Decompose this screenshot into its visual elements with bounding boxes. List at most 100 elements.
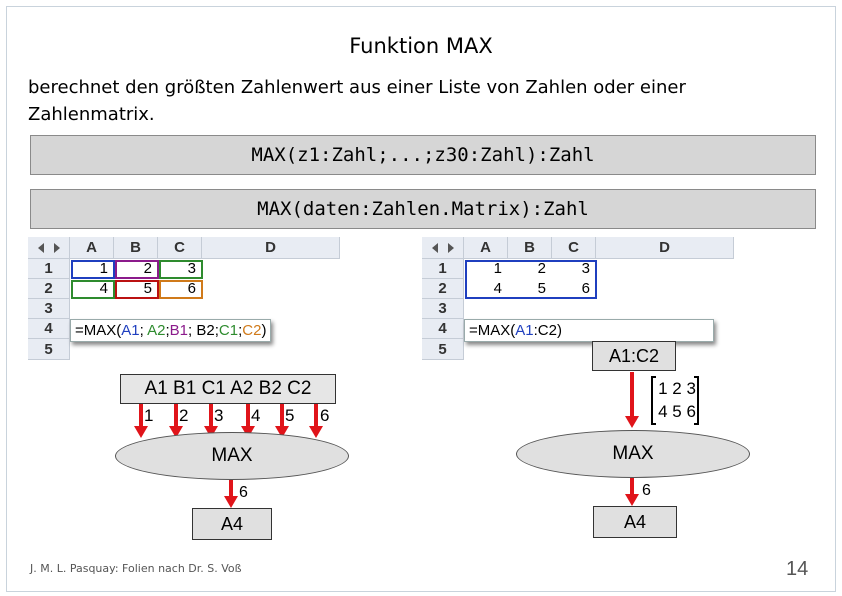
formula-part-7: C1 bbox=[218, 322, 239, 339]
col-header-b: B bbox=[508, 237, 552, 259]
formula-part-2: A2 bbox=[147, 322, 166, 339]
formula-part-8: ; bbox=[238, 322, 243, 339]
cell-c1[interactable]: 3 bbox=[187, 260, 196, 277]
row-header-5: 5 bbox=[422, 339, 464, 360]
cell-a1[interactable]: 1 bbox=[493, 260, 502, 277]
arrow-2-head bbox=[169, 426, 183, 438]
row-header-2: 2 bbox=[28, 279, 70, 299]
max-function-node-right: MAX bbox=[516, 430, 750, 478]
formula-part-4: B1 bbox=[169, 322, 189, 339]
range-label-box: A1:C2 bbox=[592, 341, 676, 371]
ref-b2: B2 bbox=[258, 378, 282, 399]
matrix-values: 1 2 3 4 5 6 bbox=[658, 377, 696, 423]
ref-c1: C1 bbox=[201, 378, 226, 399]
value-1: 1 bbox=[144, 406, 154, 425]
col-header-c: C bbox=[552, 237, 596, 259]
formula-part-10: ) bbox=[261, 322, 267, 339]
result-value-left: 6 bbox=[239, 484, 248, 501]
row-header-2: 2 bbox=[422, 279, 464, 299]
cell-b2[interactable]: 5 bbox=[537, 280, 546, 297]
value-3: 3 bbox=[214, 406, 224, 425]
cell-a2[interactable]: 4 bbox=[493, 280, 502, 297]
matrix-row-1: 1 2 3 bbox=[658, 379, 696, 398]
sheet-corner bbox=[28, 237, 70, 259]
formula-part-9: C2 bbox=[242, 322, 262, 339]
cell-b1[interactable]: 2 bbox=[143, 260, 152, 277]
matrix-row-2: 4 5 6 bbox=[658, 402, 696, 421]
formula-editor-right[interactable]: =MAX(A1:C2) bbox=[464, 319, 714, 342]
range-b2 bbox=[115, 280, 159, 299]
ref-b1: B1 bbox=[173, 378, 197, 399]
spreadsheet-left: A B C D 1 2 3 4 5 1 2 3 4 5 6 =MAX(A1; A… bbox=[28, 237, 340, 360]
cell-c1[interactable]: 3 bbox=[581, 260, 590, 277]
sheet-corner bbox=[422, 237, 464, 259]
formula-prefix: =MAX( bbox=[75, 322, 122, 339]
page-number: 14 bbox=[786, 558, 809, 580]
formula-prefix: =MAX( bbox=[469, 322, 516, 339]
arrow-1 bbox=[139, 404, 143, 428]
cell-b2[interactable]: 5 bbox=[143, 280, 152, 297]
row-header-1: 1 bbox=[28, 259, 70, 279]
matrix-bracket-right bbox=[694, 376, 699, 425]
arrow-result-left bbox=[229, 480, 233, 498]
arrow-1-head bbox=[134, 426, 148, 438]
formula-range-ref: A1 bbox=[515, 322, 534, 339]
arrow-6 bbox=[314, 404, 318, 428]
spreadsheet-right: A B C D 1 2 3 4 5 1 2 3 4 5 6 =MAX(A1:C2… bbox=[422, 237, 734, 360]
formula-editor-left[interactable]: =MAX(A1; A2;B1; B2;C1;C2) bbox=[70, 319, 272, 342]
row-header-1: 1 bbox=[422, 259, 464, 279]
signature-list: MAX(z1:Zahl;...;z30:Zahl):Zahl bbox=[30, 135, 816, 175]
arrow-result-left-head bbox=[224, 496, 238, 508]
arrow-range-right bbox=[630, 372, 634, 418]
formula-part-1: ; bbox=[139, 322, 148, 339]
ref-a1: A1 bbox=[144, 378, 168, 399]
arrow-range-right-head bbox=[625, 416, 639, 428]
row-header-4: 4 bbox=[28, 319, 70, 339]
footer-credit: J. M. L. Pasquay: Folien nach Dr. S. Voß bbox=[30, 562, 242, 575]
arrow-2 bbox=[174, 404, 178, 428]
col-header-d: D bbox=[202, 237, 340, 259]
formula-part-5: ; B2 bbox=[188, 322, 215, 339]
input-references-box: A1 B1 C1 A2 B2 C2 bbox=[120, 374, 336, 404]
formula-part-6: ; bbox=[214, 322, 219, 339]
ref-a2: A2 bbox=[230, 378, 254, 399]
arrow-result-right bbox=[630, 478, 634, 496]
ref-c2: C2 bbox=[287, 378, 312, 399]
formula-part-0: A1 bbox=[121, 322, 140, 339]
col-header-d: D bbox=[596, 237, 734, 259]
value-5: 5 bbox=[285, 406, 295, 425]
row-header-5: 5 bbox=[28, 339, 70, 360]
formula-suffix: :C2) bbox=[533, 322, 562, 339]
range-a1 bbox=[71, 260, 115, 279]
row-header-4: 4 bbox=[422, 319, 464, 339]
arrow-6-head bbox=[309, 426, 323, 438]
formula-references: A1; A2;B1; B2;C1;C2) bbox=[121, 322, 266, 339]
arrow-4 bbox=[246, 404, 250, 428]
cell-a1[interactable]: 1 bbox=[99, 260, 108, 277]
range-c2 bbox=[159, 280, 203, 299]
range-a2 bbox=[71, 280, 115, 299]
arrow-5-head bbox=[275, 426, 289, 438]
slide-description: berechnet den größten Zahlenwert aus ein… bbox=[28, 77, 686, 125]
slide-frame bbox=[6, 6, 836, 592]
slide-title: Funktion MAX bbox=[349, 34, 493, 58]
value-4: 4 bbox=[251, 406, 261, 425]
cell-c2[interactable]: 6 bbox=[187, 280, 196, 297]
value-2: 2 bbox=[179, 406, 189, 425]
range-c1 bbox=[159, 260, 203, 279]
col-header-c: C bbox=[158, 237, 202, 259]
result-value-right: 6 bbox=[642, 482, 651, 499]
value-6: 6 bbox=[320, 406, 330, 425]
target-cell-right: A4 bbox=[593, 506, 677, 538]
col-header-b: B bbox=[114, 237, 158, 259]
cell-c2[interactable]: 6 bbox=[581, 280, 590, 297]
cell-b1[interactable]: 2 bbox=[537, 260, 546, 277]
cell-a2[interactable]: 4 bbox=[99, 280, 108, 297]
max-function-node-left: MAX bbox=[115, 432, 349, 480]
arrow-3 bbox=[209, 404, 213, 428]
row-header-3: 3 bbox=[28, 299, 70, 319]
range-a1-c2 bbox=[465, 260, 597, 299]
row-header-3: 3 bbox=[422, 299, 464, 319]
col-header-a: A bbox=[70, 237, 114, 259]
